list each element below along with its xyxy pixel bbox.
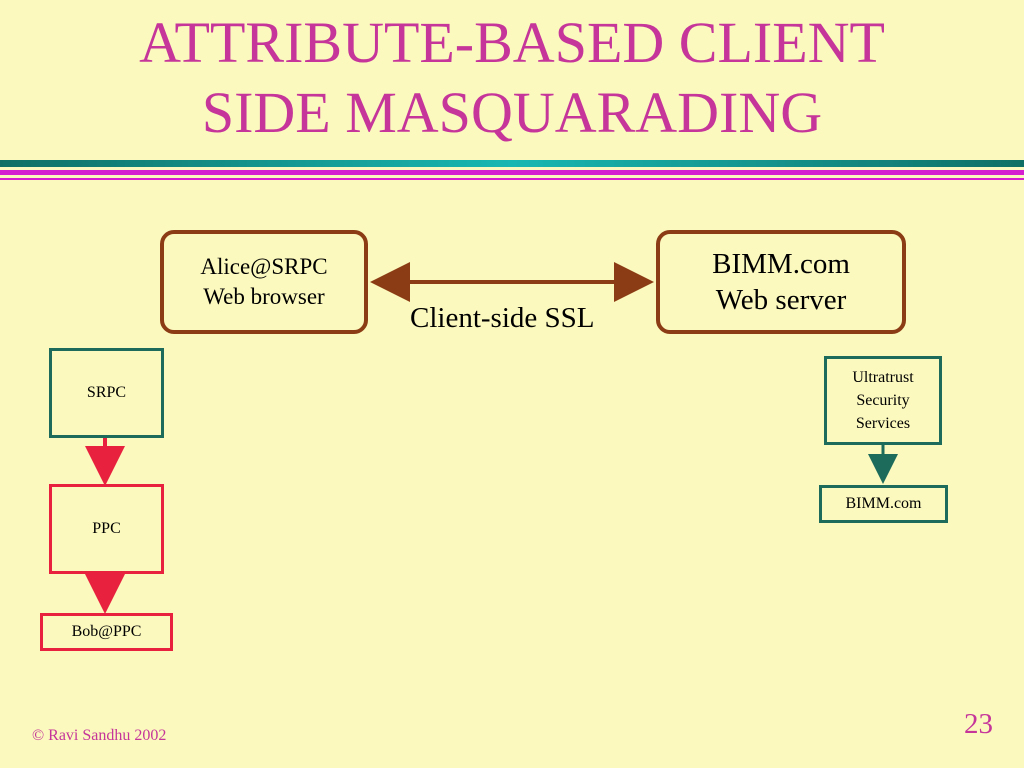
srpc-box: SRPC <box>49 348 164 438</box>
divider-teal-line <box>0 160 1024 167</box>
divider-magenta-thin-line <box>0 178 1024 180</box>
client-side-ssl-label: Client-side SSL <box>410 302 595 334</box>
page-number: 23 <box>964 708 993 740</box>
title-line-2: SIDE MASQUARADING <box>201 80 823 145</box>
bimm-label: BIMM.com <box>712 248 850 280</box>
ppc-box: PPC <box>49 484 164 574</box>
bimm-small-box: BIMM.com <box>819 485 948 523</box>
divider-magenta-line <box>0 170 1024 175</box>
slide-title: ATTRIBUTE-BASED CLIENT SIDE MASQUARADING <box>0 8 1024 148</box>
ultratrust-line-3: Services <box>855 415 911 432</box>
web-browser-label: Web browser <box>203 284 325 309</box>
title-line-1: ATTRIBUTE-BASED CLIENT <box>139 10 885 75</box>
alice-web-browser-box: Alice@SRPC Web browser <box>160 230 368 334</box>
bob-ppc-box: Bob@PPC <box>40 613 173 651</box>
ultratrust-box: Ultratrust Security Services <box>824 356 942 445</box>
copyright-footer: © Ravi Sandhu 2002 <box>32 727 167 744</box>
web-server-label: Web server <box>715 284 847 316</box>
ultratrust-line-1: Ultratrust <box>852 369 914 386</box>
ultratrust-line-2: Security <box>856 392 910 409</box>
bimm-web-server-box: BIMM.com Web server <box>656 230 906 334</box>
alice-label: Alice@SRPC <box>200 254 328 279</box>
